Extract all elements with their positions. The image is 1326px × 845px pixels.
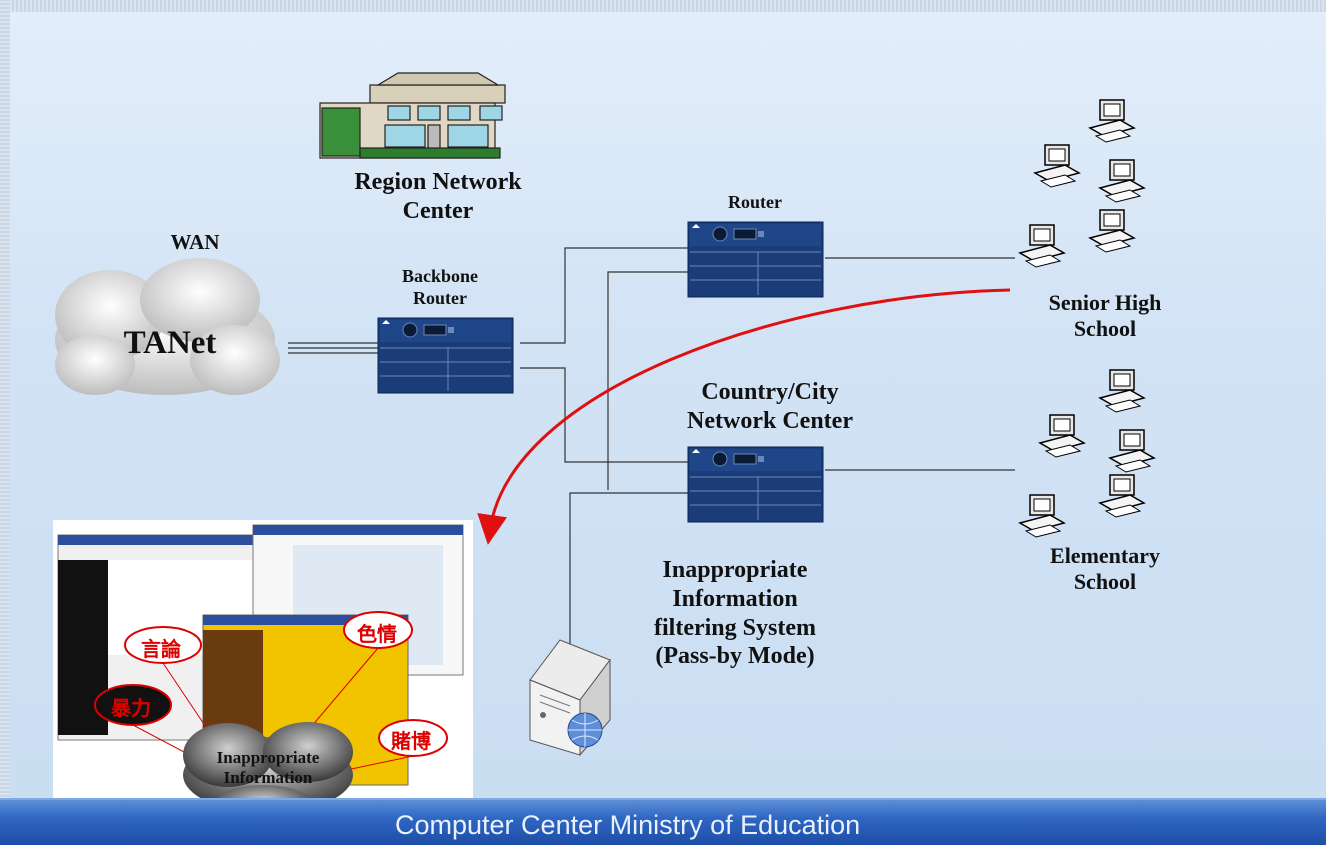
- tag-violence: 暴力: [111, 698, 151, 720]
- label-region-network-center: Region Network Center: [354, 169, 522, 224]
- label-inappropriate-information: Inappropriate Information: [216, 748, 320, 788]
- label-elementary-school: Elementary School: [1050, 543, 1160, 595]
- tag-gambling: 賭博: [391, 731, 431, 753]
- label-tanet: TANet: [123, 325, 217, 361]
- backbone-router-device: [377, 317, 514, 394]
- tag-speech: 言論: [141, 639, 181, 661]
- footer-divider: [0, 798, 1326, 801]
- label-router: Router: [728, 192, 782, 212]
- blocking-arrow: [477, 288, 1011, 545]
- senior-high-computers: [1019, 99, 1145, 268]
- label-backbone-router: Backbone Router: [401, 266, 479, 308]
- label-wan: WAN: [170, 230, 220, 254]
- connection-lines: [288, 247, 1015, 648]
- country-city-router-device: [687, 446, 824, 523]
- label-country-city-network-center: Country/City Network Center: [687, 379, 853, 434]
- label-senior-high-school: Senior High School: [1048, 290, 1162, 342]
- tanet-cloud: [55, 258, 280, 395]
- filter-server: [529, 639, 611, 757]
- footer-bar: [0, 800, 1326, 845]
- tag-porn: 色情: [357, 624, 397, 646]
- elementary-computers: [1019, 369, 1155, 538]
- frame-top-border: [0, 0, 1326, 12]
- router-device: [687, 221, 824, 298]
- footer-text: Computer Center Ministry of Education: [395, 810, 861, 840]
- label-filtering-system: Inappropriate Information filtering Syst…: [654, 557, 816, 670]
- region-network-center-building: [319, 72, 506, 159]
- inappropriate-content-screenshot: 言論 色情 暴力 賭博 Inappropriate Information: [53, 520, 473, 825]
- frame-left-border: [0, 0, 10, 845]
